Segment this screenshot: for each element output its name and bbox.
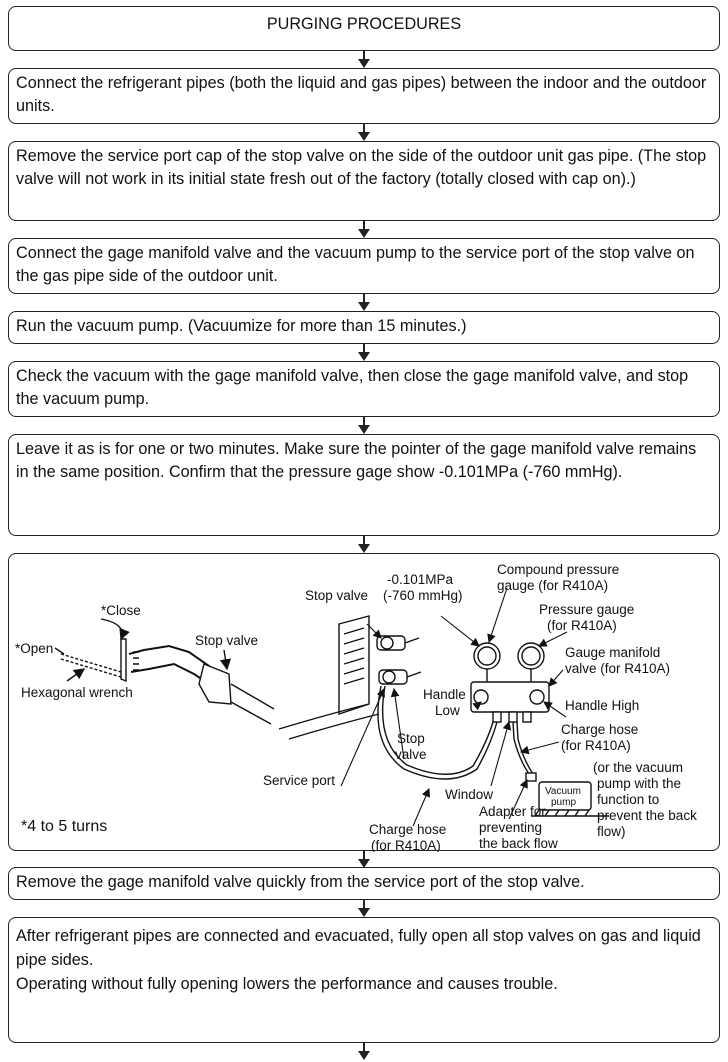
label-close: *Close [101, 603, 141, 618]
step-text: Leave it as is for one or two minutes. M… [16, 440, 697, 481]
flow-arrowhead [358, 908, 370, 917]
outdoor-unit [278, 615, 380, 740]
step-text-warning: Operating without fully opening lowers t… [16, 975, 558, 993]
wrench-illustration [54, 618, 275, 725]
label-handle-high: Handle High [565, 698, 639, 713]
label-compound-gauge-2: gauge (for R410A) [497, 578, 608, 593]
flow-arrowhead [358, 132, 370, 141]
label-turns: *4 to 5 turns [21, 818, 107, 835]
label-pressure-reading-1: -0.101MPa [387, 572, 454, 587]
diagram-labels: *Close *Open Stop valve Hexagonal wrench… [15, 562, 697, 852]
label-hex-wrench: Hexagonal wrench [21, 685, 133, 700]
label-vacuum-1: Vacuum [545, 786, 581, 797]
flow-arrow [363, 536, 365, 544]
flow-arrow [363, 51, 365, 60]
flow-arrow [363, 417, 365, 426]
label-stop-valve-left: Stop valve [195, 633, 258, 648]
label-vacuum-note-5: flow) [597, 824, 626, 839]
stop-valves [376, 635, 422, 685]
label-charge-hose-b-1: Charge hose [369, 822, 446, 837]
leader-lines [340, 587, 568, 827]
label-stop-valve-low-1: Stop [397, 731, 425, 746]
label-pressure-reading-2: (-760 mmHg) [383, 588, 463, 603]
label-vacuum-note-2: pump with the [597, 776, 681, 791]
step-text: Run the vacuum pump. (Vacuumize for more… [16, 317, 467, 335]
label-adapter-1: Adapter for [479, 804, 546, 819]
flow-arrow [363, 294, 365, 303]
label-charge-hose-b-2: (for R410A) [371, 838, 441, 852]
label-window: Window [445, 787, 493, 802]
step-text: Remove the service port cap of the stop … [16, 147, 707, 188]
label-stop-valve-low-2: valve [395, 747, 427, 762]
label-adapter-2: preventing [479, 820, 542, 835]
label-charge-hose-r-1: Charge hose [561, 722, 638, 737]
label-adapter-3: the back flow [479, 836, 558, 851]
step-box-8: After refrigerant pipes are connected an… [8, 917, 720, 1043]
label-manifold-2: valve (for R410A) [565, 661, 670, 676]
flow-arrowhead [358, 352, 370, 361]
step-text: After refrigerant pipes are connected an… [16, 927, 701, 969]
label-handle-low-2: Low [435, 703, 460, 718]
flow-arrowhead [358, 229, 370, 238]
page-title: PURGING PROCEDURES [266, 15, 462, 33]
label-pressure-gauge-2: (for R410A) [547, 618, 617, 633]
label-pressure-gauge-1: Pressure gauge [539, 602, 634, 617]
step-box-4: Run the vacuum pump. (Vacuumize for more… [8, 311, 720, 344]
label-compound-gauge-1: Compound pressure [497, 562, 619, 577]
label-vacuum-2: pump [551, 797, 576, 808]
flow-arrow [363, 851, 365, 860]
vacuum-pump [525, 772, 609, 817]
flow-arrowhead [358, 1051, 370, 1060]
flow-arrowhead [358, 859, 370, 868]
label-manifold-1: Gauge manifold [565, 645, 660, 660]
flow-arrow [363, 124, 365, 133]
flow-arrowhead [358, 425, 370, 434]
step-box-2: Remove the service port cap of the stop … [8, 141, 720, 221]
label-charge-hose-r-2: (for R410A) [561, 738, 631, 753]
title-box: PURGING PROCEDURES [8, 6, 720, 51]
charge-hoses [377, 685, 534, 780]
flow-arrowhead [358, 302, 370, 311]
step-box-5: Check the vacuum with the gage manifold … [8, 361, 720, 417]
manifold-gauges [470, 642, 550, 723]
flow-arrowhead [358, 544, 370, 553]
label-vacuum-note-3: function to [597, 792, 659, 807]
diagram-svg: *Close *Open Stop valve Hexagonal wrench… [15, 562, 697, 852]
flow-arrow [363, 221, 365, 230]
step-text: Remove the gage manifold valve quickly f… [16, 873, 585, 891]
label-vacuum-note-1: (or the vacuum [593, 760, 683, 775]
purging-diagram: *Close *Open Stop valve Hexagonal wrench… [8, 553, 720, 852]
step-box-3: Connect the gage manifold valve and the … [8, 238, 720, 294]
flow-arrow [363, 344, 365, 353]
label-handle-low-1: Handle [423, 687, 466, 702]
step-text: Connect the refrigerant pipes (both the … [16, 74, 707, 115]
flow-arrow [363, 900, 365, 909]
label-service-port: Service port [263, 773, 335, 788]
step-text: Connect the gage manifold valve and the … [16, 244, 695, 285]
step-text: Check the vacuum with the gage manifold … [16, 367, 689, 408]
flow-arrow [363, 1043, 365, 1051]
label-open: *Open [15, 641, 53, 656]
step-box-1: Connect the refrigerant pipes (both the … [8, 68, 720, 124]
label-stop-valve-top: Stop valve [305, 588, 368, 603]
step-box-6: Leave it as is for one or two minutes. M… [8, 434, 720, 536]
label-vacuum-note-4: prevent the back [597, 808, 697, 823]
flow-arrowhead [358, 59, 370, 68]
step-box-7: Remove the gage manifold valve quickly f… [8, 867, 720, 900]
